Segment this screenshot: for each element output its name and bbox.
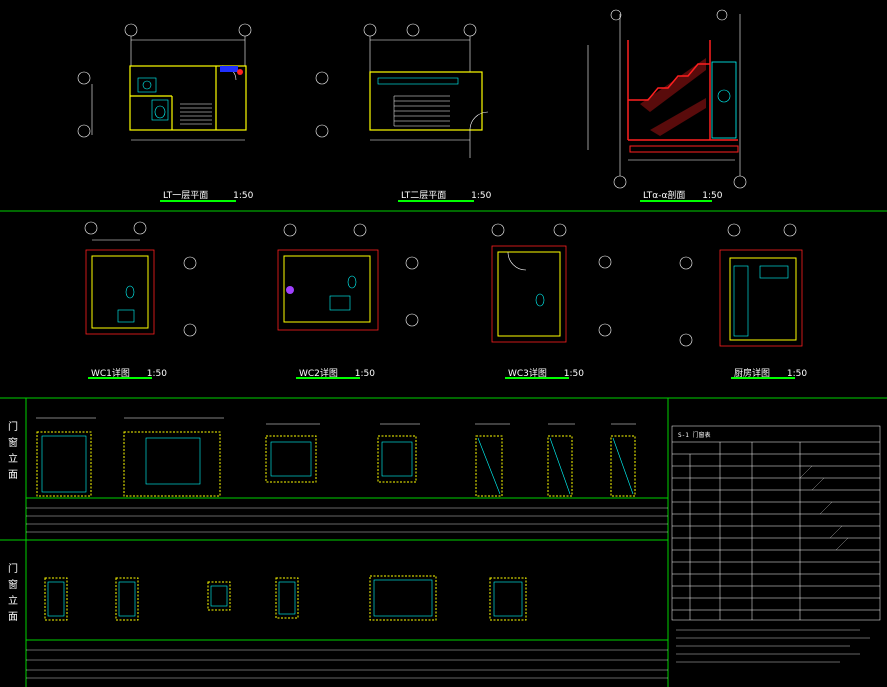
axis-bubble-icon — [679, 256, 693, 270]
view-scale-text: 1:50 — [146, 369, 168, 379]
axis-bubble-icon — [283, 223, 297, 237]
title-underline — [88, 377, 152, 379]
title-underline — [296, 377, 360, 379]
window-elevations — [26, 575, 668, 679]
axis-bubble-icon — [679, 333, 693, 347]
wc1-detail — [84, 221, 197, 337]
door-swing-icon — [507, 251, 527, 271]
wc3-detail — [491, 223, 612, 343]
axis-bubble-icon — [405, 313, 419, 327]
axis-bubble-icon — [613, 175, 627, 189]
view-title-text: LT二层平面 — [401, 191, 447, 201]
wc2-detail — [277, 223, 419, 331]
side-label-char: 面 — [8, 612, 18, 623]
view-scale-text: 1:50 — [702, 191, 723, 201]
window-elevation-side-label: 门 窗 立 面 — [7, 562, 19, 626]
table-notes-lines — [676, 629, 870, 663]
toilet-icon — [125, 285, 135, 299]
table-hatch — [799, 465, 849, 551]
view-scale-text: 1:50 — [563, 369, 585, 379]
view-scale-text: 1:50 — [471, 191, 492, 201]
side-label-char: 窗 — [8, 580, 18, 591]
view-title-text: WC1详图 — [91, 369, 130, 379]
view-title-text: WC3详图 — [508, 369, 547, 379]
axis-bubble-icon — [491, 223, 505, 237]
axis-bubble-icon — [315, 71, 329, 85]
drawing-frame — [0, 210, 887, 687]
view-scale-text: 1:50 — [786, 369, 808, 379]
title-underline — [505, 377, 569, 379]
view-title-kitchen: 厨房详图 1:50 — [734, 366, 807, 379]
title-underline — [640, 200, 712, 202]
view-scale-text: 1:50 — [233, 191, 254, 201]
axis-bubble-icon — [406, 23, 420, 37]
axis-bubble-icon — [183, 256, 197, 270]
lt-second-floor-plan — [315, 23, 489, 158]
toilet-icon — [535, 293, 545, 307]
axis-bubble-icon — [183, 323, 197, 337]
kitchen-detail — [679, 223, 803, 347]
axis-bubble-icon — [727, 223, 741, 237]
view-title-wc3: WC3详图 1:50 — [508, 366, 584, 379]
view-title-lt-first-floor: LT一层平面 1:50 — [163, 188, 253, 201]
lt-section-aa — [587, 9, 747, 189]
axis-bubble-icon — [716, 9, 728, 21]
stair-icon — [180, 103, 212, 125]
view-scale-text: 1:50 — [354, 369, 376, 379]
toilet-icon — [347, 275, 357, 289]
side-label-char: 门 — [8, 564, 18, 575]
axis-bubble-icon — [733, 175, 747, 189]
axis-bubble-icon — [84, 221, 98, 235]
lt-first-floor-plan — [77, 23, 252, 141]
axis-bubble-icon — [363, 23, 377, 37]
axis-bubble-icon — [463, 23, 477, 37]
axis-bubble-icon — [124, 23, 138, 37]
view-title-lt-second-floor: LT二层平面 1:50 — [401, 188, 491, 201]
axis-bubble-icon — [238, 23, 252, 37]
axis-bubble-icon — [553, 223, 567, 237]
axis-bubble-icon — [315, 124, 329, 138]
side-label-char: 立 — [8, 454, 18, 465]
view-title-text: WC2详图 — [299, 369, 338, 379]
view-title-text: LT一层平面 — [163, 191, 209, 201]
axis-bubble-icon — [783, 223, 797, 237]
side-label-char: 门 — [8, 422, 18, 433]
axis-bubble-icon — [598, 323, 612, 337]
view-title-lt-section: LTα-α剖面 1:50 — [643, 188, 722, 201]
door-swing-icon — [469, 111, 489, 131]
door-elevations — [26, 417, 668, 533]
axis-bubble-icon — [598, 255, 612, 269]
schedule-table-title: S-1 门窗表 — [678, 432, 711, 439]
axis-bubble-icon — [77, 71, 91, 85]
view-title-wc2: WC2详图 1:50 — [299, 366, 375, 379]
side-label-char: 窗 — [8, 438, 18, 449]
axis-bubble-icon — [610, 9, 622, 21]
door-elevation-side-label: 门 窗 立 面 — [7, 420, 19, 484]
title-underline — [160, 200, 236, 202]
axis-bubble-icon — [133, 221, 147, 235]
side-label-char: 面 — [8, 470, 18, 481]
view-title-wc1: WC1详图 1:50 — [91, 366, 167, 379]
axis-bubble-icon — [405, 256, 419, 270]
title-underline — [398, 200, 474, 202]
view-title-text: LTα-α剖面 — [643, 191, 686, 201]
side-label-char: 立 — [8, 596, 18, 607]
toilet-icon — [154, 105, 166, 119]
axis-bubble-icon — [77, 124, 91, 138]
title-underline — [731, 377, 795, 379]
stair-icon — [393, 95, 450, 127]
view-title-text: 厨房详图 — [734, 369, 771, 379]
door-window-schedule-table — [671, 425, 881, 621]
axis-bubble-icon — [353, 223, 367, 237]
